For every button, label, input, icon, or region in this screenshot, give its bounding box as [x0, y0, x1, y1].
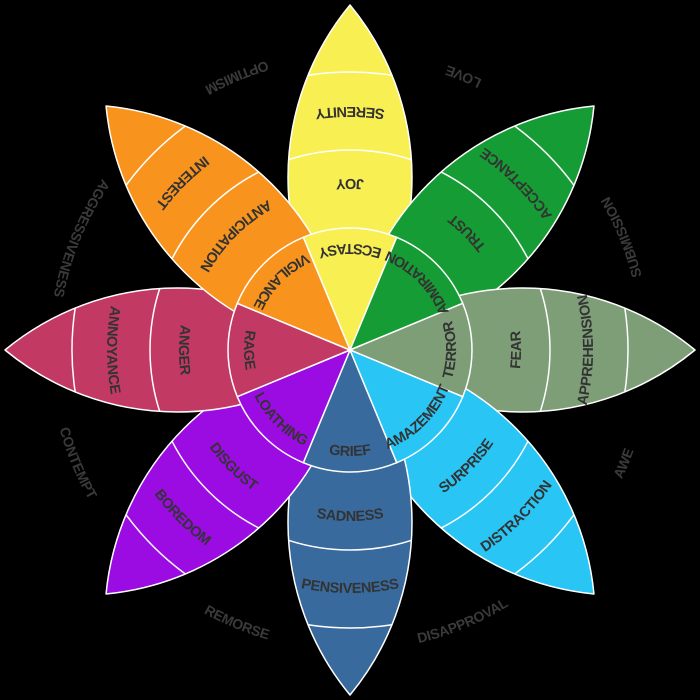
label-anger-outer: ANNOYANCE [103, 305, 123, 396]
label-sadness-inner: GRIEF [328, 442, 372, 460]
ring-divider-trust-0 [440, 171, 529, 260]
dyad-text-awe: AWE [610, 446, 637, 481]
dyad-love: LOVE [443, 62, 483, 91]
label-text-sadness-outer: PENSIVENESS [300, 576, 401, 597]
label-text-joy-outer: SERENITY [314, 103, 386, 121]
center-sector-anticipation [236, 236, 352, 352]
label-text-anger-middle: ANGER [175, 324, 193, 377]
label-text-sadness-inner: GRIEF [328, 442, 373, 460]
label-text-joy-inner: ECSTASY [316, 240, 384, 261]
label-joy-middle: JOY [335, 175, 364, 192]
ring-divider-surprise-0 [440, 440, 529, 529]
label-text-sadness-middle: SADNESS [315, 506, 385, 525]
label-joy-outer: SERENITY [314, 103, 386, 121]
center-sector-sadness [302, 348, 398, 473]
ring-divider-joy-0 [288, 149, 412, 161]
ring-divider-anger-1 [71, 307, 76, 393]
center-sector-disgust [236, 348, 352, 464]
center-sector-trust [348, 236, 464, 352]
center-sector-joy [302, 227, 398, 352]
dyad-text-remorse: REMORSE [202, 602, 271, 643]
center-sectors [227, 227, 473, 473]
ring-divider-fear-0 [539, 288, 551, 412]
label-text-anger-outer: ANNOYANCE [103, 305, 123, 396]
dyad-contempt: CONTEMPT [57, 425, 101, 502]
center-sector-anger [227, 302, 352, 398]
label-joy-inner: ECSTASY [316, 240, 383, 261]
label-anger-middle: ANGER [175, 324, 193, 377]
dyad-remorse: REMORSE [202, 602, 271, 643]
label-text-anger-inner: RAGE [240, 329, 258, 371]
label-sadness-outer: PENSIVENESS [300, 576, 401, 597]
label-text-fear-outer: APPREHENSION [575, 293, 598, 406]
dyad-text-aggressiveness: AGGRESSIVENESS [51, 177, 114, 299]
ring-divider-disgust-1 [125, 514, 186, 575]
dyad-text-disapproval: DISAPPROVAL [415, 594, 511, 646]
ring-dividers [71, 71, 629, 629]
center-sector-surprise [348, 348, 464, 464]
label-anger-inner: RAGE [240, 329, 258, 371]
dyad-submission: SUBMISSION [597, 194, 644, 279]
dyad-awe: AWE [610, 446, 637, 481]
ring-divider-surprise-1 [514, 514, 575, 575]
label-sadness-middle: SADNESS [315, 506, 385, 525]
ring-divider-joy-1 [307, 71, 393, 76]
dyad-text-submission: SUBMISSION [597, 194, 645, 279]
ring-divider-fear-1 [624, 307, 629, 393]
dyad-optimism: OPTIMISM [203, 58, 271, 98]
label-text-fear-middle: FEAR [508, 330, 525, 370]
ring-divider-sadness-0 [288, 539, 412, 551]
dyad-disapproval: DISAPPROVAL [415, 594, 510, 646]
center-sector-fear [348, 302, 473, 398]
label-text-fear-inner: TERROR [440, 319, 460, 380]
dyad-text-love: LOVE [443, 62, 483, 91]
ring-divider-anticipation-1 [125, 125, 186, 186]
ring-divider-sadness-1 [307, 624, 393, 629]
label-fear-middle: FEAR [508, 330, 525, 370]
dyad-text-optimism: OPTIMISM [203, 58, 271, 98]
dyad-aggressiveness: AGGRESSIVENESS [51, 177, 113, 299]
label-text-joy-middle: JOY [335, 175, 365, 192]
label-fear-outer: APPREHENSION [575, 293, 597, 406]
ring-divider-anger-0 [149, 288, 161, 412]
dyad-text-contempt: CONTEMPT [57, 425, 101, 502]
label-fear-inner: TERROR [440, 319, 460, 380]
ring-divider-disgust-0 [171, 440, 260, 529]
ring-divider-anticipation-0 [171, 171, 260, 260]
ring-divider-trust-1 [514, 125, 575, 186]
